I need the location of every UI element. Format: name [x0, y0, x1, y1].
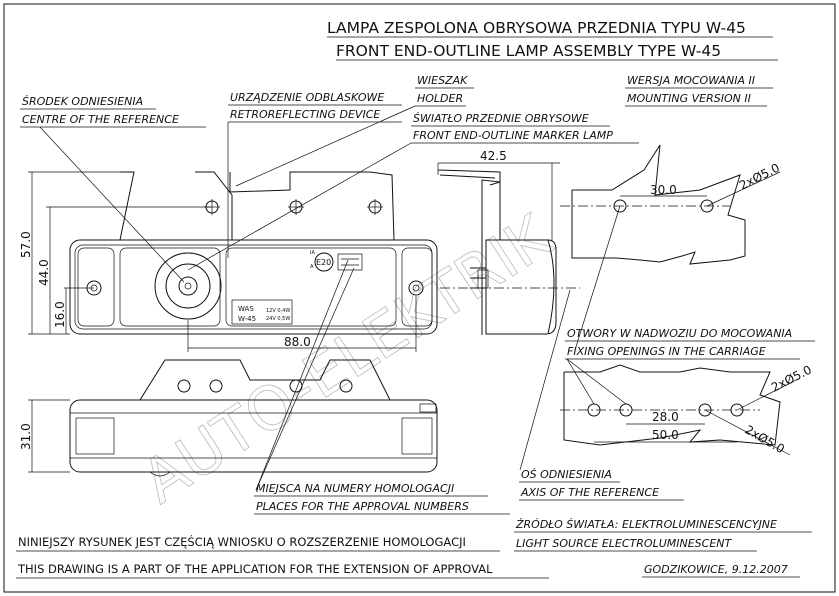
dim-57: 57.0 [19, 231, 33, 258]
drawing-frame [3, 3, 836, 593]
label-approval-pl: MIEJSCA NA NUMERY HOMOLOGACJI [256, 482, 454, 495]
dim-holes-top: 2xØ5.0 [737, 161, 782, 193]
fixing-openings-view: 28.0 50.0 2xØ5.0 2xØ5.0 [560, 358, 814, 456]
approval-note: NINIEJSZY RYSUNEK JEST CZĘŚCIĄ WNIOSKU O… [16, 534, 549, 579]
note-polish: NINIEJSZY RYSUNEK JEST CZĘŚCIĄ WNIOSKU O… [18, 534, 466, 549]
mark-was: WAS [238, 305, 254, 313]
dim-16: 16.0 [53, 301, 67, 328]
label-marker-en: FRONT END-OUTLINE MARKER LAMP [413, 129, 613, 142]
label-holder-pl: WIESZAK [417, 74, 468, 87]
label-source-en: LIGHT SOURCE ELECTROLUMINESCENT [516, 537, 733, 550]
label-holder-en: HOLDER [417, 92, 463, 105]
dim-28: 28.0 [652, 410, 679, 424]
dim-holes-low: 2xØ5.0 [743, 422, 787, 456]
note-english: THIS DRAWING IS A PART OF THE APPLICATIO… [17, 562, 493, 576]
title-polish: LAMPA ZESPOLONA OBRYSOWA PRZEDNIA TYPU W… [327, 19, 746, 37]
dim-88: 88.0 [284, 335, 311, 349]
front-view: WAS W-45 12V 0,4W 24V 0,5W E20 IA A 57.0… [19, 105, 438, 491]
mark-24v: 24V 0,5W [266, 316, 290, 322]
label-retro-pl: URZĄDZENIE ODBLASKOWE [230, 91, 384, 104]
dim-44: 44.0 [37, 259, 51, 286]
label-version-en: MOUNTING VERSION II [627, 92, 751, 105]
dim-42-5: 42.5 [480, 149, 507, 163]
mounting-version-view: 30.0 2xØ5.0 [560, 144, 782, 351]
label-openings-en: FIXING OPENINGS IN THE CARRIAGE [567, 345, 766, 358]
label-marker-pl: ŚWIATŁO PRZEDNIE OBRYSOWE [413, 112, 589, 125]
title-english: FRONT END-OUTLINE LAMP ASSEMBLY TYPE W-4… [336, 42, 721, 60]
watermark: AUTO-ELEKTRIK [130, 201, 565, 517]
mark-a: A [310, 264, 314, 270]
mark-model: W-45 [238, 315, 256, 323]
mark-e20: E20 [316, 258, 331, 267]
dim-50: 50.0 [652, 428, 679, 442]
label-retro-en: RETROREFLECTING DEVICE [230, 108, 380, 121]
label-axis-pl: OŚ ODNIESIENIA [521, 468, 612, 481]
label-openings-pl: OTWORY W NADWOZIU DO MOCOWANIA [567, 327, 792, 340]
label-axis-en: AXIS OF THE REFERENCE [520, 486, 659, 499]
callouts: ŚRODEK ODNIESIENIA CENTRE OF THE REFEREN… [20, 74, 815, 578]
mark-12v: 12V 0,4W [266, 308, 290, 314]
label-approval-en: PLACES FOR THE APPROVAL NUMBERS [256, 500, 469, 513]
label-source-pl: ŹRÓDŁO ŚWIATŁA: ELEKTROLUMINESCENCYJNE [515, 518, 777, 531]
label-version-pl: WERSJA MOCOWANIA II [627, 74, 755, 87]
label-place-date: GODZIKOWICE, 9.12.2007 [644, 563, 788, 576]
dim-holes-mid: 2xØ5.0 [769, 363, 814, 395]
title-block: LAMPA ZESPOLONA OBRYSOWA PRZEDNIA TYPU W… [327, 19, 778, 61]
mark-ia: IA [310, 250, 315, 256]
bottom-view: 31.0 [19, 359, 438, 477]
side-view: 42.5 [437, 149, 580, 471]
dim-30: 30.0 [650, 183, 677, 197]
label-centre-en: CENTRE OF THE REFERENCE [22, 113, 179, 126]
dim-31: 31.0 [19, 423, 33, 450]
label-centre-pl: ŚRODEK ODNIESIENIA [22, 95, 143, 108]
